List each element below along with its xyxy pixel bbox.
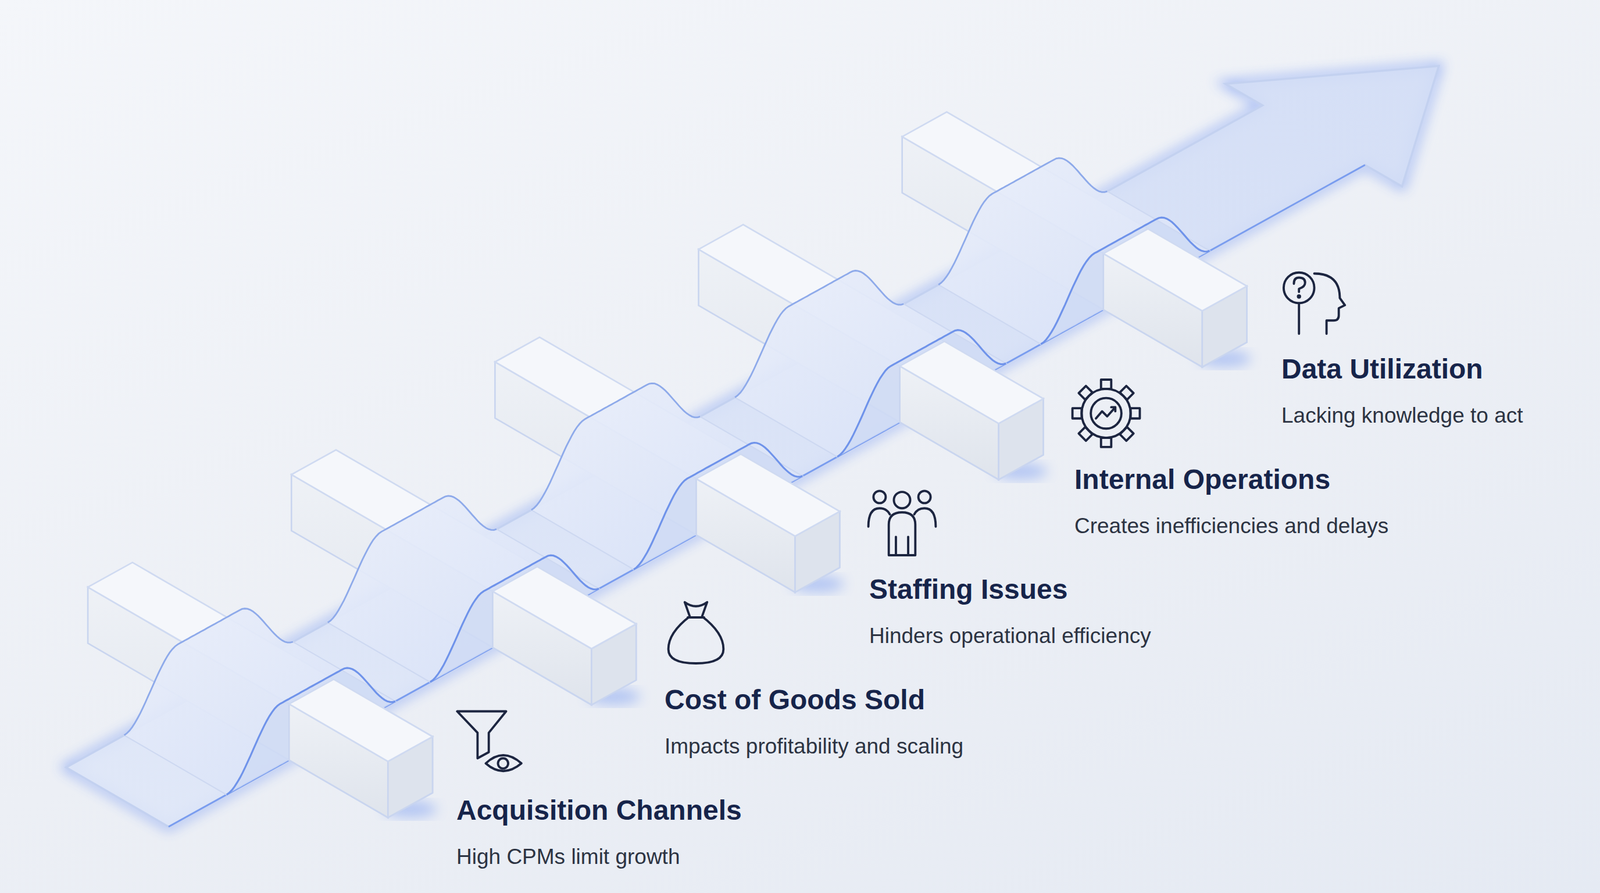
person-head: [873, 490, 886, 503]
step-heading: Data Utilization: [1281, 352, 1524, 387]
chart-line: [1095, 406, 1116, 419]
wave-edge: [938, 158, 1107, 285]
wave-block: [902, 112, 1252, 368]
step-description: Lacking knowledge to act: [1281, 402, 1524, 429]
gear-teeth: [1072, 379, 1141, 448]
money-bag-icon: [668, 602, 724, 664]
step-heading: Acquisition Channels: [456, 793, 742, 828]
funnel-shape: [456, 711, 506, 759]
gear-inner: [1090, 398, 1122, 430]
person-head: [918, 490, 931, 503]
step-label: Staffing IssuesHinders operational effic…: [869, 572, 1152, 649]
wave-block: [291, 450, 641, 706]
wave-edge: [124, 608, 294, 736]
bag-tie: [687, 616, 705, 619]
track-glow: [66, 66, 1439, 827]
wave-edge: [327, 495, 497, 623]
step-heading: Cost of Goods Sold: [664, 683, 964, 717]
track-layer: [66, 66, 1439, 827]
step-heading: Internal Operations: [1074, 462, 1389, 497]
block-top-face: [492, 566, 637, 649]
funnel-eye-icon: [456, 711, 522, 772]
wave-block: [87, 562, 437, 818]
wave-edge: [734, 270, 904, 398]
bag-shape: [668, 602, 724, 664]
step-description: Hinders operational efficiency: [869, 623, 1152, 649]
magnifier-lens: [1283, 272, 1315, 304]
step-label: Cost of Goods SoldImpacts profitability …: [664, 683, 964, 760]
wave-block: [698, 224, 1048, 480]
block-top-face: [900, 341, 1044, 424]
person-body: [888, 512, 916, 556]
head-profile: [1314, 273, 1346, 334]
block-top-face: [1103, 229, 1248, 312]
gear-chart-icon: [1072, 379, 1141, 448]
step-description: High CPMs limit growth: [456, 844, 742, 870]
person-body: [868, 508, 891, 527]
question-glyph: [1293, 277, 1305, 292]
magnifier-handle: [1297, 302, 1300, 334]
step-label: Internal OperationsCreates inefficiencie…: [1074, 462, 1389, 539]
wave-edge: [531, 383, 700, 510]
block-top-face: [696, 454, 841, 537]
person-head: [893, 491, 910, 509]
question-dot: [1297, 295, 1300, 298]
arrow-track: [66, 66, 1439, 827]
step-description: Creates inefficiencies and delays: [1074, 513, 1389, 539]
step-heading: Staffing Issues: [869, 572, 1152, 607]
wave-block: [494, 337, 844, 593]
step-description: Impacts profitability and scaling: [664, 733, 964, 760]
step-label: Data UtilizationLacking knowledge to act: [1281, 352, 1524, 429]
block-top-face: [288, 679, 433, 762]
eye-shape: [485, 755, 521, 771]
question-head-icon: [1283, 272, 1345, 334]
eye-pupil: [497, 758, 509, 769]
team-icon: [868, 490, 937, 556]
step-label: Acquisition ChannelsHigh CPMs limit grow…: [456, 793, 742, 870]
track-edge: [168, 165, 1366, 827]
person-body: [914, 508, 937, 527]
